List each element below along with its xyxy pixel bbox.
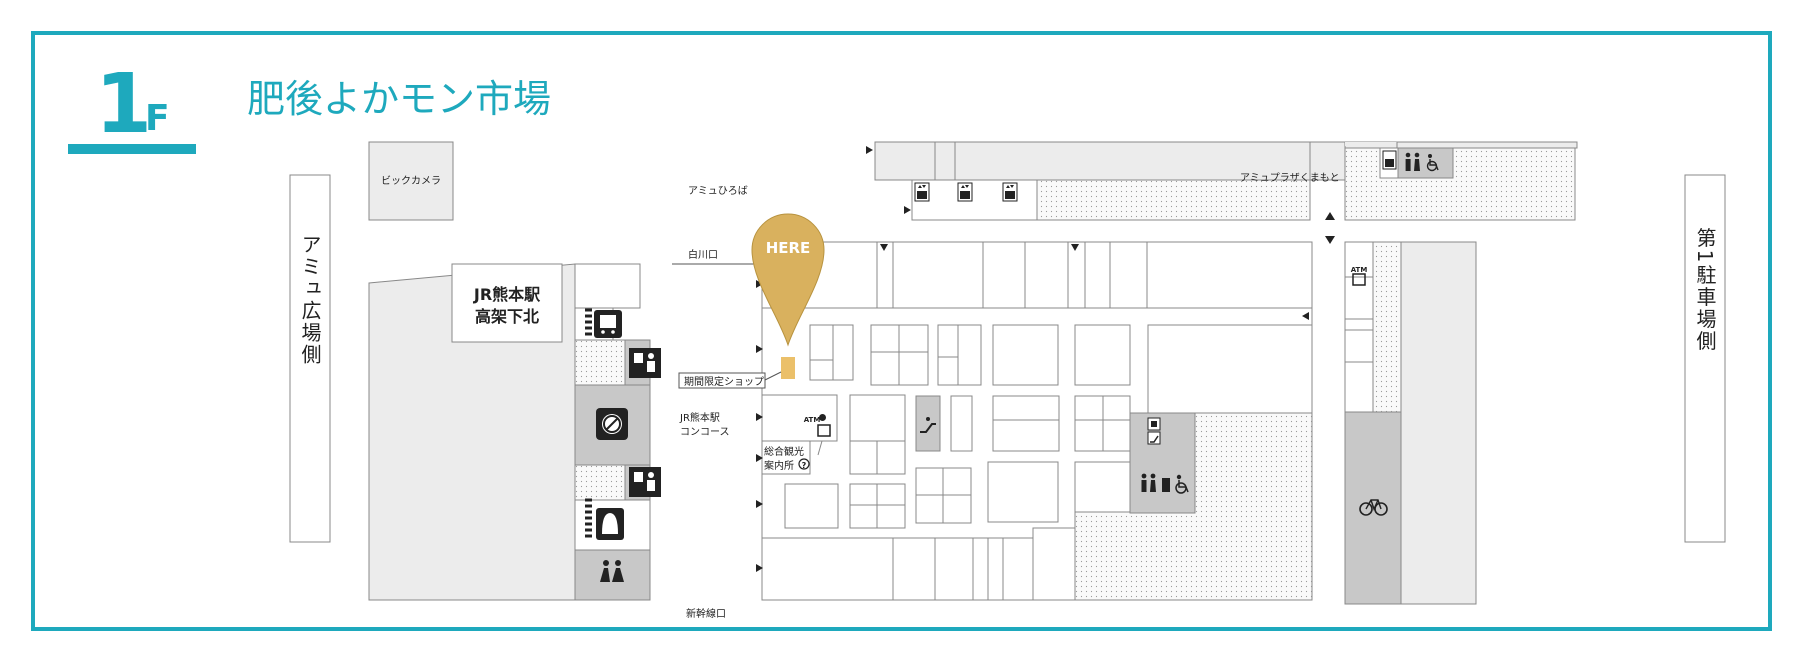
label-amu-hiroba: アミュひろば — [688, 185, 748, 197]
side-box-right — [1684, 174, 1726, 543]
shop — [1147, 324, 1313, 414]
atm-icon: ATM — [804, 414, 831, 437]
shop — [987, 537, 1034, 601]
shop — [1074, 461, 1131, 513]
right-gray-block — [1400, 241, 1477, 605]
baby-room-icon — [1147, 417, 1161, 431]
gray-area — [574, 549, 651, 601]
label-bic-camera: ビックカメラ — [381, 175, 441, 187]
tourist-info-box — [761, 440, 811, 475]
no-smoking-icon — [596, 408, 628, 440]
label-jr-under-1: JR熊本駅 — [473, 285, 541, 304]
svg-text:?: ? — [802, 461, 807, 470]
facility-blank — [574, 263, 641, 309]
bicycle-parking-icon — [1359, 499, 1388, 516]
atm-icon: ATM — [1351, 266, 1368, 286]
shop — [937, 324, 982, 386]
shop — [784, 483, 839, 529]
svg-text:ATM: ATM — [804, 416, 821, 424]
shop — [809, 324, 854, 381]
floor-underline — [68, 144, 196, 154]
elevator-icon — [1002, 182, 1018, 202]
side-label-right: 第1駐車場側 — [1693, 227, 1717, 352]
restroom-icon — [1405, 152, 1420, 171]
restroom-icon — [1141, 473, 1170, 492]
ticket-machine-icon — [629, 348, 661, 378]
shop — [892, 241, 984, 309]
floor-number: 1 — [95, 57, 152, 152]
escalator-icon — [920, 417, 936, 433]
elevator-icon — [1382, 150, 1397, 170]
wheelchair-icon — [1426, 154, 1439, 172]
label-tourist-info-2: 案内所 — [764, 459, 794, 472]
shop — [1084, 241, 1148, 309]
escalator-icon — [1147, 431, 1161, 445]
label-amu-plaza: アミュプラザくまもと — [1240, 172, 1340, 184]
elevator-icon — [957, 182, 973, 202]
label-jr-under-2: 高架下北 — [475, 307, 539, 326]
rail-stripes-bottom — [585, 498, 592, 538]
entrance-arrows — [756, 146, 1335, 572]
side-box-left — [289, 174, 331, 543]
limited-shop-label-box — [678, 372, 766, 389]
train-icon — [594, 310, 622, 338]
svg-text:ATM: ATM — [1351, 266, 1368, 274]
info-icon: ? — [798, 458, 810, 470]
wheelchair-icon — [1175, 474, 1189, 494]
floor-letter: F — [145, 98, 170, 139]
restroom-area — [1129, 412, 1196, 514]
waiting-room-icon — [600, 560, 624, 582]
shop — [892, 537, 974, 601]
here-label: HERE — [766, 239, 811, 257]
label-shirakawa-exit: 白川口 — [688, 248, 718, 261]
label-tourist-info-1: 総合観光 — [764, 445, 804, 458]
ticket-machine-icon — [629, 467, 661, 497]
shop — [992, 324, 1059, 386]
rail-stripes-top — [585, 308, 592, 336]
jr-under-box — [451, 263, 563, 343]
label-limited-shop: 期間限定ショップ — [684, 375, 764, 388]
page-title: 肥後よかモン市場 — [247, 77, 551, 121]
corridor-segment — [911, 179, 1038, 221]
shop — [950, 395, 973, 452]
bic-camera-block — [368, 141, 454, 221]
limited-shop-marker — [781, 357, 795, 379]
here-pin: HERE — [751, 213, 825, 347]
shop — [992, 395, 1060, 452]
dotted-area — [1372, 241, 1402, 413]
shinkansen-icon — [596, 508, 624, 540]
label-jr-concourse-1: JR熊本駅 — [679, 411, 720, 424]
shop — [987, 461, 1059, 523]
label-jr-concourse-2: コンコース — [680, 427, 730, 438]
elevator-icon — [914, 182, 930, 202]
side-label-left: アミュ広場側 — [298, 234, 322, 366]
shop — [1032, 527, 1076, 601]
label-shinkansen-exit: 新幹線口 — [686, 607, 726, 620]
gray-area — [915, 395, 941, 452]
shop — [1074, 324, 1131, 386]
dotted-area — [1036, 179, 1311, 221]
